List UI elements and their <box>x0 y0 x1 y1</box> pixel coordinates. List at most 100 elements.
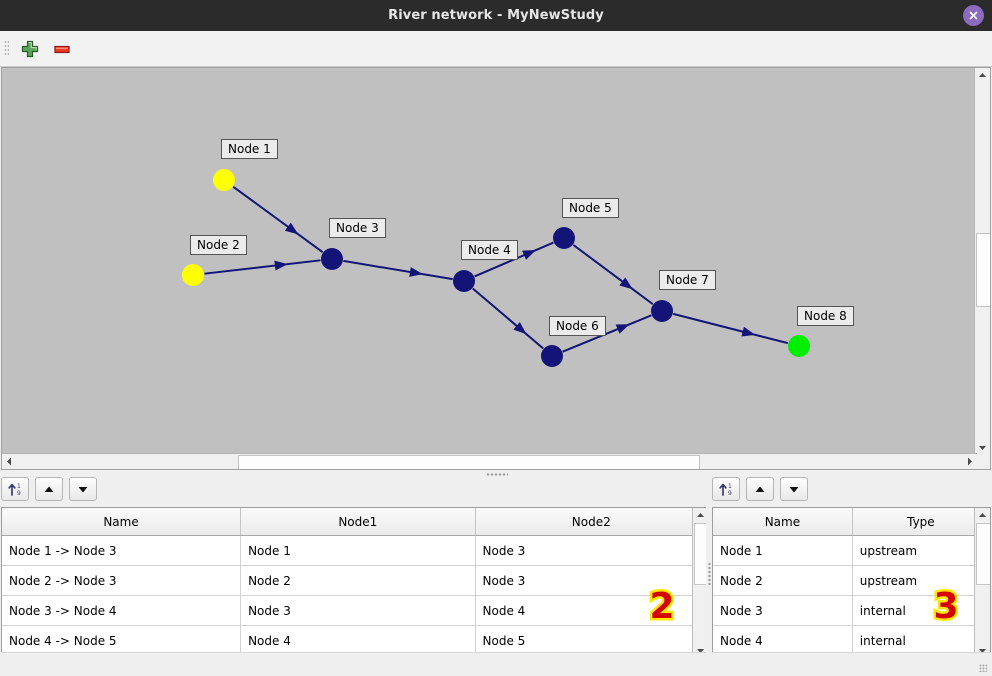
node-label-node1[interactable]: Node 1 <box>221 139 278 159</box>
scroll-down-icon[interactable] <box>975 440 990 455</box>
links-column-header-0[interactable]: Name <box>2 508 242 536</box>
svg-text:3: 3 <box>933 586 958 626</box>
svg-text:2: 2 <box>649 586 674 626</box>
vertical-splitter[interactable] <box>706 477 712 676</box>
diagram-vertical-scrollbar[interactable] <box>974 68 990 455</box>
horizontal-splitter[interactable] <box>0 470 992 477</box>
node-label-node2[interactable]: Node 2 <box>190 235 247 255</box>
resize-grip[interactable] <box>979 664 987 672</box>
nodes-scroll-down-icon[interactable] <box>975 644 990 658</box>
links-cell-2-2[interactable]: Node 4 <box>475 595 708 626</box>
links-cell-3-2[interactable]: Node 5 <box>475 625 708 656</box>
add-node-button[interactable] <box>18 37 42 61</box>
node-label-node8[interactable]: Node 8 <box>797 306 854 326</box>
nodes-cell-3-1[interactable]: internal <box>852 625 990 656</box>
nodes-scroll-thumb[interactable] <box>976 523 990 585</box>
scroll-up-icon[interactable] <box>975 68 990 83</box>
diagram-node-node6[interactable] <box>541 345 563 367</box>
edge-arrowhead <box>513 322 527 335</box>
links-cell-0-1[interactable]: Node 1 <box>240 535 476 566</box>
links-cell-2-1[interactable]: Node 3 <box>240 595 476 626</box>
node-label-node5[interactable]: Node 5 <box>562 198 619 218</box>
title-bar: River network - MyNewStudy <box>0 0 992 31</box>
links-move-down-button[interactable] <box>69 477 97 501</box>
edge-node1-node3[interactable] <box>232 185 324 254</box>
edge-node6-node7[interactable] <box>562 314 652 353</box>
links-cell-0-2[interactable]: Node 3 <box>475 535 708 566</box>
diagram-node-node5[interactable] <box>553 227 575 249</box>
edge-node2-node3[interactable] <box>204 259 321 275</box>
nodes-column-header-0[interactable]: Name <box>713 508 853 536</box>
nodes-sort-ascending-icon[interactable]: 1 9 <box>712 477 740 501</box>
svg-text:1: 1 <box>728 483 732 490</box>
edge-arrowhead <box>522 250 536 260</box>
links-cell-1-1[interactable]: Node 2 <box>240 565 476 596</box>
diagram-node-node4[interactable] <box>453 270 475 292</box>
diagram-horizontal-scrollbar[interactable] <box>2 453 977 469</box>
links-sort-ascending-icon[interactable]: 1 9 <box>1 477 29 501</box>
links-cell-3-0[interactable]: Node 4 -> Node 5 <box>2 625 242 656</box>
nodes-table-scrollbar[interactable] <box>974 508 990 658</box>
nodes-move-down-button[interactable] <box>780 477 808 501</box>
links-cell-0-0[interactable]: Node 1 -> Node 3 <box>2 535 242 566</box>
links-cell-1-2[interactable]: Node 3 <box>475 565 708 596</box>
links-column-header-2[interactable]: Node2 <box>475 508 708 536</box>
links-column-header-1[interactable]: Node1 <box>240 508 476 536</box>
nodes-cell-2-1[interactable]: internal <box>852 595 990 626</box>
node-label-node7[interactable]: Node 7 <box>659 270 716 290</box>
edge-node3-node4[interactable] <box>343 259 453 281</box>
links-scroll-down-icon[interactable] <box>693 644 708 658</box>
scroll-left-icon[interactable] <box>2 454 17 469</box>
links-scroll-thumb[interactable] <box>694 523 708 585</box>
edge-layer <box>182 169 810 367</box>
network-diagram-panel[interactable]: Node 1 Node 2 Node 3 Node 4 Node 5 Node 6 Node… <box>1 67 991 470</box>
diagram-node-node7[interactable] <box>651 300 673 322</box>
edge-node4-node6[interactable] <box>472 287 544 350</box>
links-cell-1-0[interactable]: Node 2 -> Node 3 <box>2 565 242 596</box>
close-icon[interactable] <box>963 5 984 26</box>
node-label-node3[interactable]: Node 3 <box>329 218 386 238</box>
edge-node5-node7[interactable] <box>572 244 654 305</box>
nodes-cell-1-0[interactable]: Node 2 <box>713 565 853 596</box>
nodes-cell-0-0[interactable]: Node 1 <box>713 535 853 566</box>
links-cell-2-0[interactable]: Node 3 -> Node 4 <box>2 595 242 626</box>
edge-node7-node8[interactable] <box>672 312 789 345</box>
links-cell-3-1[interactable]: Node 4 <box>240 625 476 656</box>
delete-node-button[interactable] <box>50 37 74 61</box>
diagram-vscroll-thumb[interactable] <box>976 233 990 307</box>
nodes-cell-3-0[interactable]: Node 4 <box>713 625 853 656</box>
nodes-cell-2-0[interactable]: Node 3 <box>713 595 853 626</box>
node-label-node6[interactable]: Node 6 <box>549 316 606 336</box>
nodes-scroll-up-icon[interactable] <box>975 508 990 522</box>
node-label-node4[interactable]: Node 4 <box>461 240 518 260</box>
links-move-up-button[interactable] <box>35 477 63 501</box>
diagram-node-node8[interactable] <box>788 335 810 357</box>
nodes-column-header-1[interactable]: Type <box>852 508 990 536</box>
svg-text:2: 2 <box>649 586 674 626</box>
diagram-node-node1[interactable] <box>213 169 235 191</box>
links-scroll-up-icon[interactable] <box>693 508 708 522</box>
nodes-move-up-button[interactable] <box>746 477 774 501</box>
diagram-node-node3[interactable] <box>321 248 343 270</box>
toolbar-grip[interactable] <box>4 40 9 57</box>
splitter-grip <box>486 473 508 476</box>
nodes-cell-1-1[interactable]: upstream <box>852 565 990 596</box>
links-table-scrollbar[interactable] <box>692 508 708 658</box>
diagram-node-node2[interactable] <box>182 264 204 286</box>
nodes-cell-0-1[interactable]: upstream <box>852 535 990 566</box>
diagram-hscroll-thumb[interactable] <box>238 455 700 469</box>
network-canvas[interactable]: Node 1 Node 2 Node 3 Node 4 Node 5 Node 6 Node… <box>2 68 976 454</box>
scroll-right-icon[interactable] <box>962 454 977 469</box>
